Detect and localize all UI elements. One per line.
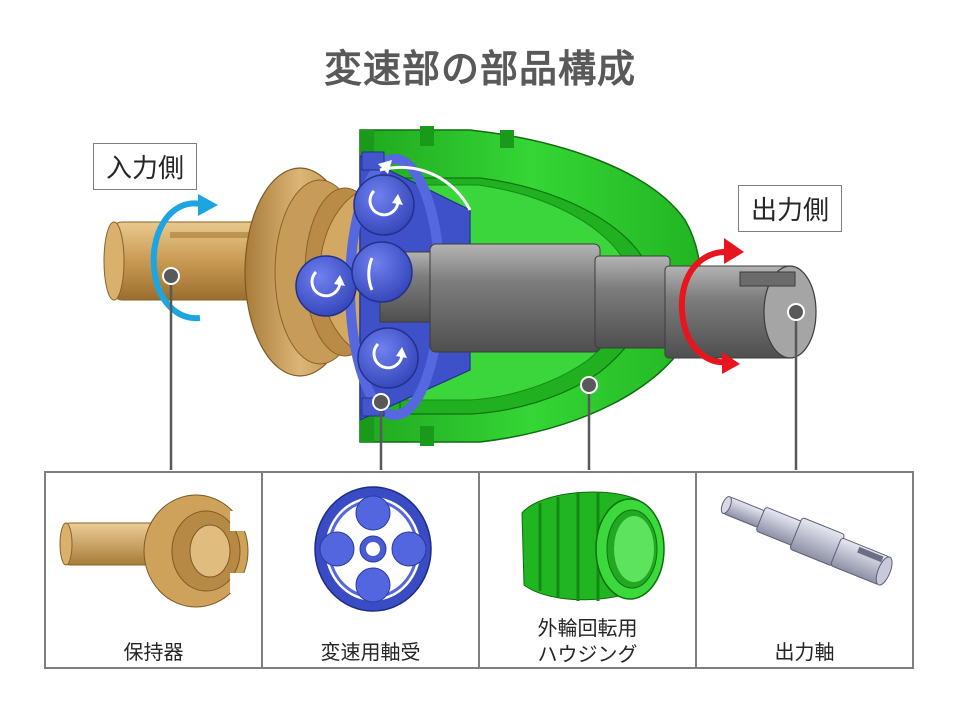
output-shaft [379,243,817,359]
leader-dot-retainer [162,267,180,285]
leader-dot-housing [580,376,598,394]
input-rotation-arrow-icon [150,194,218,322]
roller-center [351,241,413,303]
input-shaft [103,221,263,301]
bearing-illustration [314,486,432,612]
roller-left [295,255,357,317]
part-label-line: 出力軸 [774,640,835,664]
part-label-line: 保持器 [123,640,184,664]
roller-bottom [357,327,419,389]
part-retainer: 保持器 [46,473,263,667]
parts-panel: 保持器 変速用軸受 外輪回転用 [44,471,914,669]
part-housing: 外輪回転用 ハウジング [480,473,697,667]
roller-top [353,174,415,236]
output-rotation-arrow-icon [678,238,744,374]
part-label-line: ハウジング [537,642,638,666]
output-shaft-illustration [720,496,893,586]
rotation-arrow-icon [379,165,472,211]
part-label-line: 変速用軸受 [320,640,421,664]
page-title: 変速部の部品構成 [323,47,636,91]
leader-dot-shaft [787,303,805,321]
housing-illustration [521,491,665,601]
output-side-label: 出力側 [738,185,843,232]
rotation-arrow-icon [378,160,392,174]
part-output-shaft: 出力軸 [697,473,912,667]
retainer-illustration [59,494,249,608]
leader-dot-bearing [372,393,390,411]
leader-lines [169,276,798,470]
part-bearing: 変速用軸受 [263,473,480,667]
part-label-line: 外輪回転用 [537,616,638,640]
input-side-label: 入力側 [93,143,198,190]
assembly-illustration [103,126,817,470]
